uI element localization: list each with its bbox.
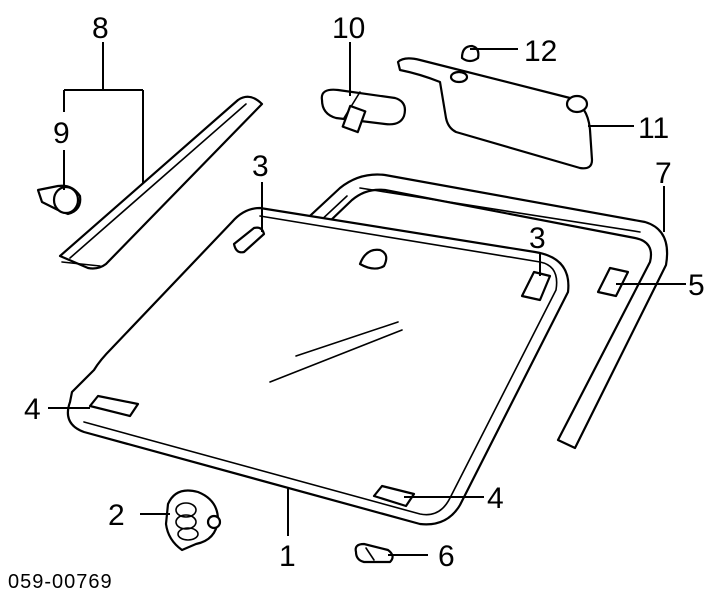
clip-6	[354, 542, 394, 564]
dam-4a	[88, 394, 140, 418]
callout-2: 2	[108, 499, 125, 532]
pillar-garnish	[58, 95, 264, 270]
sun-visor	[396, 57, 594, 170]
callout-labels: 8 9 10 12 11 3 7 3 5 4 4 2 1 6 059-00769	[8, 12, 705, 593]
callout-1: 1	[279, 540, 296, 573]
callout-4b: 4	[487, 482, 504, 515]
spacer-3b	[520, 270, 552, 302]
leader-lines	[48, 42, 686, 556]
callout-9: 9	[53, 117, 70, 150]
dam-4b	[372, 484, 416, 508]
callout-10: 10	[332, 12, 365, 45]
fastener-9	[36, 184, 82, 216]
clip-5	[596, 266, 630, 298]
diagram-code: 059-00769	[8, 571, 113, 593]
callout-11: 11	[638, 112, 669, 145]
mirror-mount-pad	[358, 248, 388, 270]
callout-7: 7	[655, 157, 672, 190]
callout-4a: 4	[24, 393, 41, 426]
callout-3b: 3	[529, 222, 546, 255]
callout-5: 5	[688, 269, 705, 302]
callout-3a: 3	[252, 150, 269, 183]
spacer-3a	[232, 226, 266, 254]
callout-6: 6	[438, 540, 455, 573]
callout-8: 8	[92, 12, 109, 45]
rear-view-mirror	[320, 88, 407, 134]
windshield-glass	[66, 206, 570, 526]
mirror-base	[164, 489, 222, 552]
callout-12: 12	[524, 35, 557, 68]
